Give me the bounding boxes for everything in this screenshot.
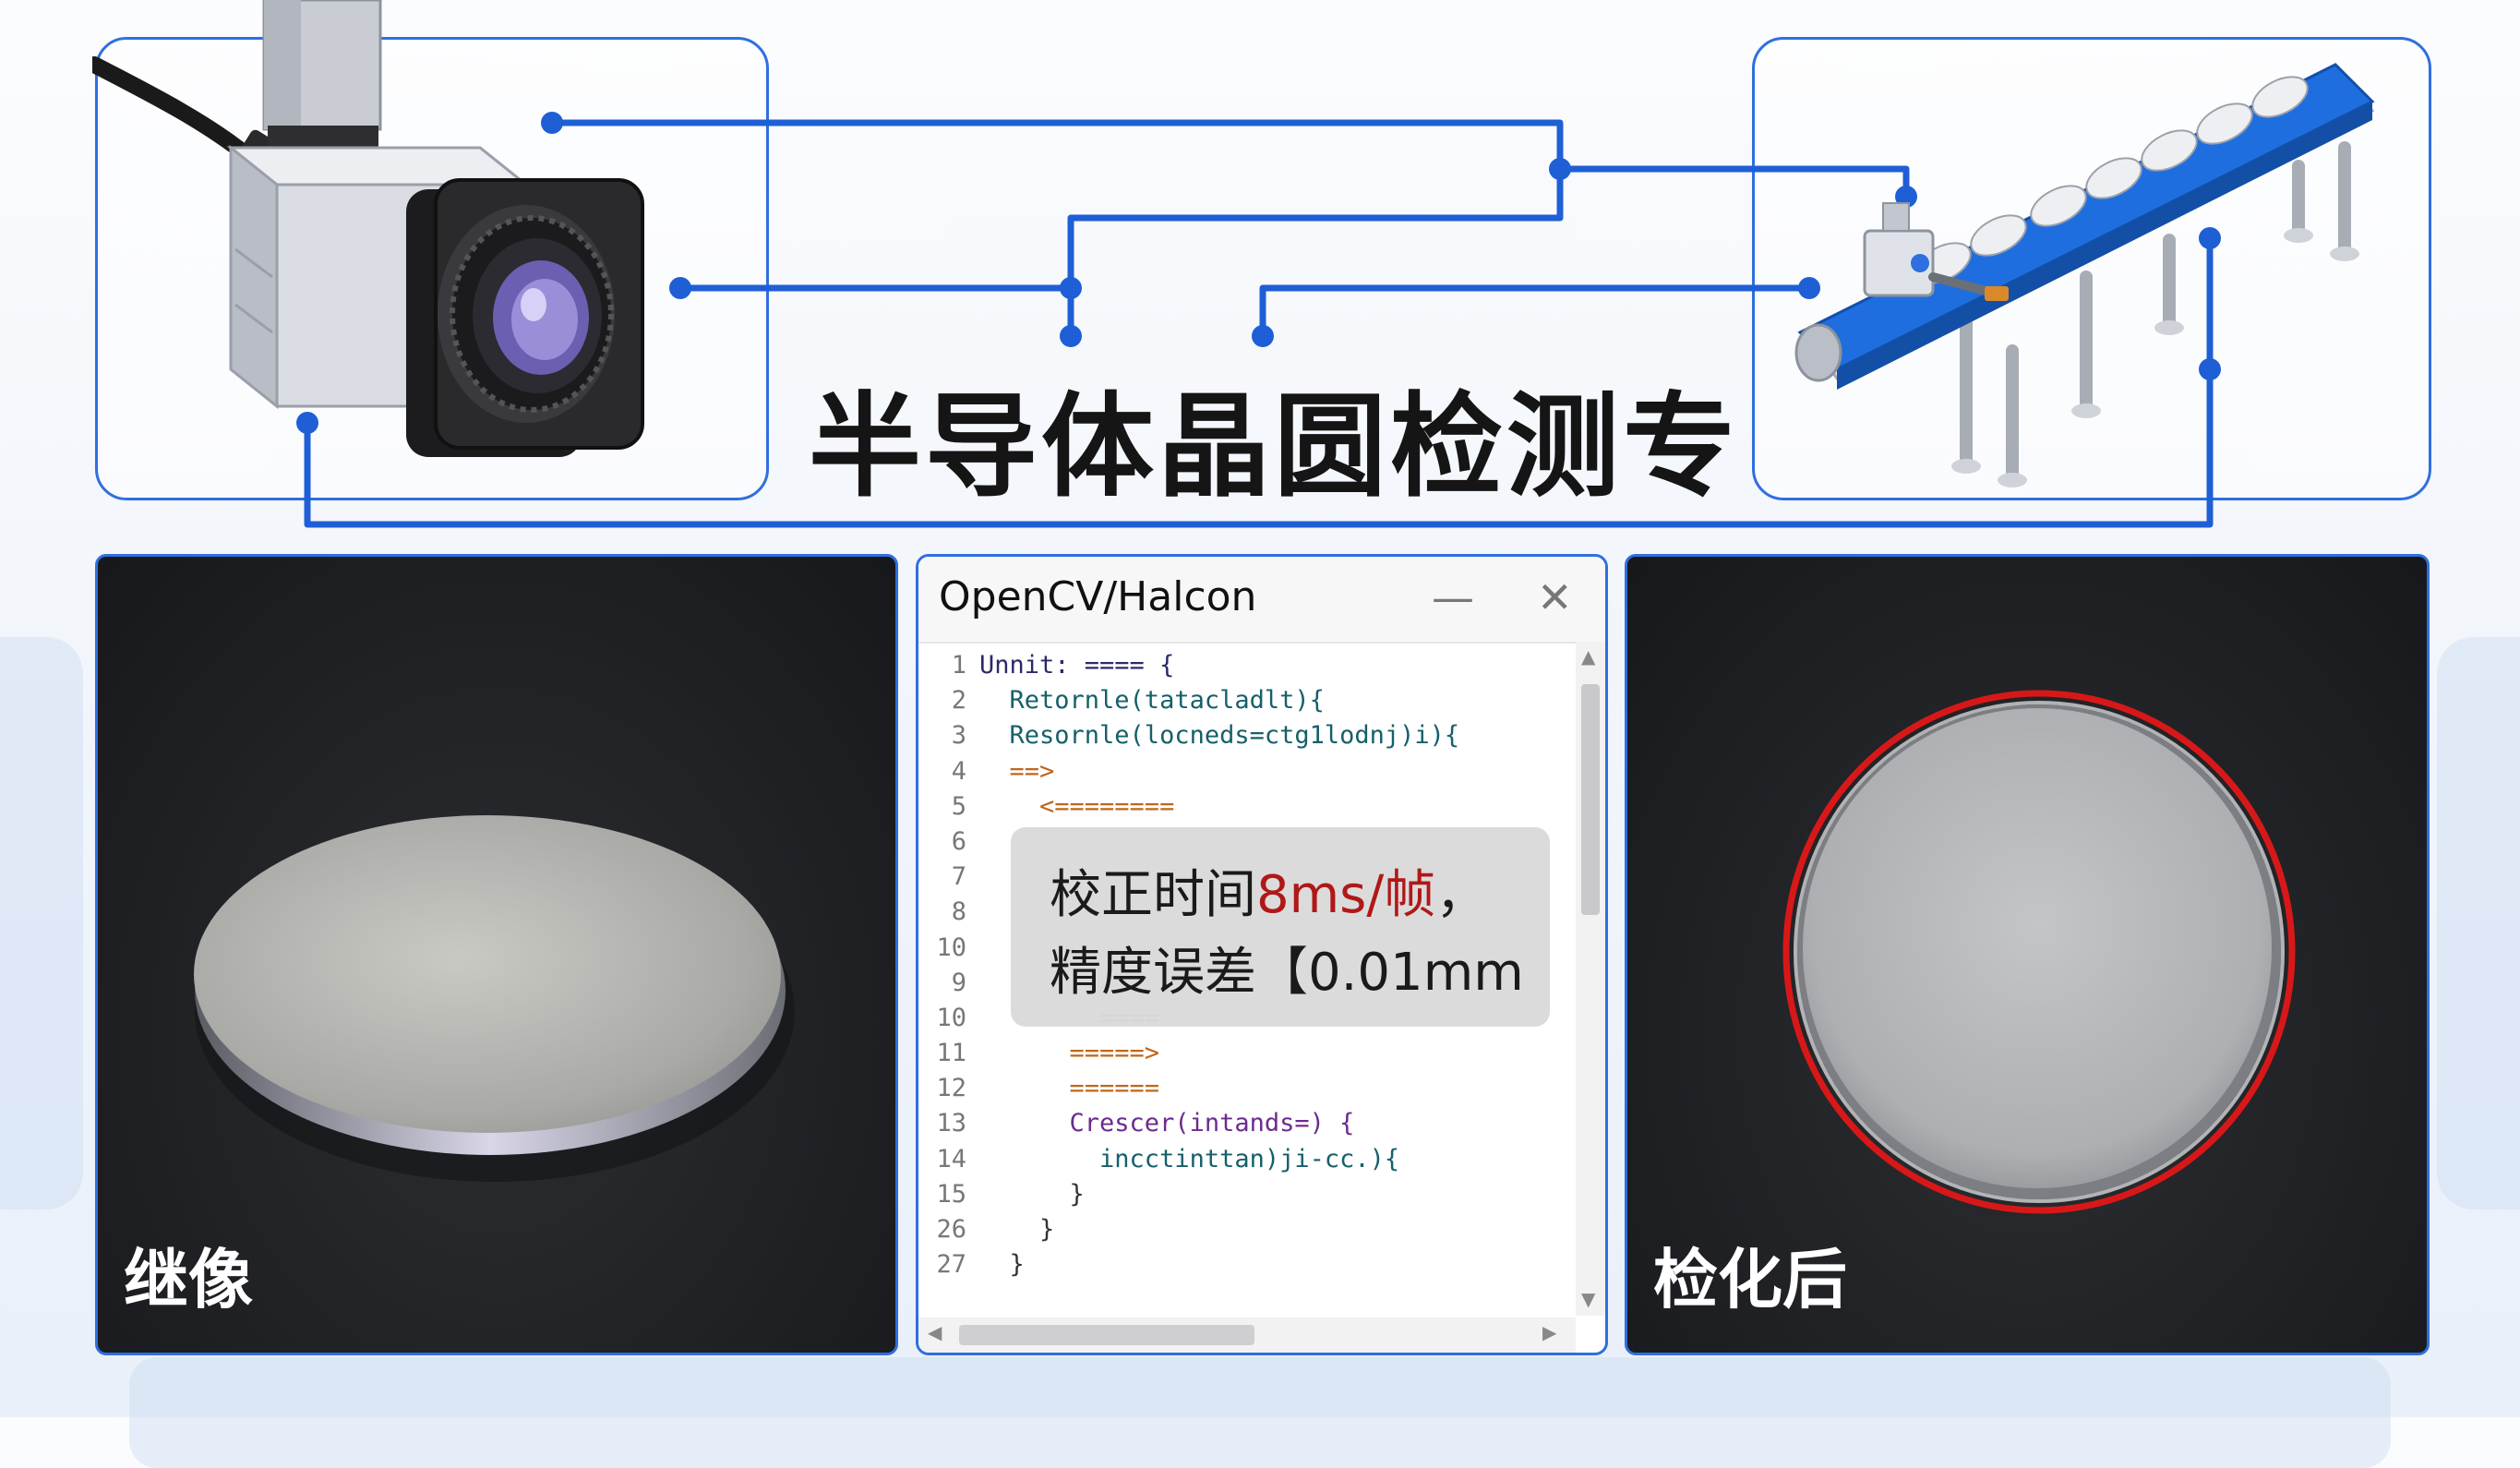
line-number: 3 <box>951 721 966 751</box>
code-text: Unnit: ==== { <box>979 651 1175 680</box>
vertical-scrollbar[interactable]: ▲ ▼ <box>1576 642 1605 1316</box>
processed-image-label: 检化后 <box>1653 1242 1847 1318</box>
code-line: 14 incctinttan)ji-cc.){ <box>918 1145 1565 1180</box>
code-line: 5 <======== <box>918 792 1565 827</box>
code-line: 10 <box>918 933 1565 969</box>
code-text: <======== <box>979 791 1175 821</box>
code-line: 4 ==> <box>918 757 1565 792</box>
precision-text: 精度误差【0.01mm <box>1050 943 1524 1003</box>
code-line: 7 <box>918 862 1565 897</box>
code-line: 9 <box>918 969 1565 1004</box>
code-line: 12 ====== <box>918 1074 1565 1109</box>
scroll-down-icon[interactable]: ▼ <box>1581 1288 1596 1310</box>
code-text: Resornle(locneds=ctg1lodnj)i){ <box>979 721 1460 751</box>
line-number: 10 <box>936 933 966 962</box>
code-text: =====> <box>979 1039 1160 1068</box>
code-editor-window[interactable]: OpenCV/Halcon — ✕ 1 Unnit: ==== { 2 Retorn… <box>916 554 1608 1355</box>
line-number: 15 <box>936 1179 966 1209</box>
line-number: 2 <box>951 686 966 716</box>
background-shape-right <box>2437 637 2520 1209</box>
code-line: 1 Unnit: ==== { <box>918 651 1565 686</box>
horizontal-scroll-thumb[interactable] <box>959 1325 1254 1345</box>
line-number: 6 <box>951 826 966 856</box>
line-number: 10 <box>936 1003 966 1032</box>
code-text: incctinttan)ji-cc.){ <box>979 1144 1400 1173</box>
horizontal-scrollbar[interactable]: ◀ ▶ <box>918 1318 1576 1353</box>
line-number: 14 <box>936 1144 966 1173</box>
line-number: 26 <box>936 1215 966 1244</box>
processed-image-panel: 检化后 <box>1625 554 2430 1355</box>
result-overlay: 校正时间8ms/帧， 精度误差【0.01mm <box>1011 827 1550 1027</box>
line-number: 27 <box>936 1250 966 1280</box>
connection-wires <box>296 112 2221 528</box>
code-text: ====== <box>979 1074 1160 1103</box>
scroll-left-icon[interactable]: ◀ <box>928 1321 942 1343</box>
timing-value: 8ms/帧 <box>1256 865 1436 925</box>
scroll-right-icon[interactable]: ▶ <box>1542 1321 1557 1343</box>
timing-label: 校正时间 <box>1050 865 1256 925</box>
code-line: 11 =====> <box>918 1039 1565 1074</box>
code-line: 3 Resornle(locneds=ctg1lodnj)i){ <box>918 721 1565 756</box>
code-line: 8 <box>918 897 1565 933</box>
industrial-camera-icon <box>92 0 644 457</box>
code-text: Crescer(intands=) { <box>979 1109 1355 1138</box>
code-text: } <box>979 1250 1025 1280</box>
line-number: 8 <box>951 897 966 927</box>
code-line: 26 } <box>918 1215 1565 1250</box>
line-number: 4 <box>951 756 966 786</box>
code-text: } <box>979 1215 1055 1244</box>
line-number: 9 <box>951 968 966 997</box>
wafer-image-processed <box>1782 690 2296 1214</box>
line-number: 1 <box>951 651 966 680</box>
raw-image-panel: 继像 <box>95 554 898 1355</box>
minimize-icon[interactable]: — <box>1432 572 1474 622</box>
timing-text: 校正时间8ms/帧， <box>1050 853 1487 928</box>
code-line: 2 Retornle(tatacladlt){ <box>918 686 1565 721</box>
wafer-image-raw <box>194 815 795 1182</box>
code-line: 27 } <box>918 1250 1565 1285</box>
background-shape-left <box>0 637 83 1209</box>
conveyor-belt-icon <box>1794 63 2375 487</box>
code-text: } <box>979 1179 1085 1209</box>
line-number: 7 <box>951 862 966 892</box>
window-title: OpenCV/Halcon <box>939 573 1257 620</box>
code-line: 13 Crescer(intands=) { <box>918 1109 1565 1144</box>
raw-image-label: 继像 <box>124 1242 253 1318</box>
line-number: 11 <box>936 1039 966 1068</box>
code-text: ==> <box>979 756 1055 786</box>
line-number: 12 <box>936 1074 966 1103</box>
line-number: 13 <box>936 1109 966 1138</box>
scroll-up-icon[interactable]: ▲ <box>1581 645 1596 668</box>
line-number: 5 <box>951 791 966 821</box>
code-line: 6 <box>918 827 1565 862</box>
timing-suffix: ， <box>1435 865 1488 925</box>
window-titlebar[interactable]: OpenCV/Halcon — ✕ <box>918 557 1605 644</box>
vertical-scroll-thumb[interactable] <box>1581 684 1600 915</box>
code-text: Retornle(tatacladlt){ <box>979 686 1325 716</box>
code-line: 15 } <box>918 1180 1565 1215</box>
close-icon[interactable]: ✕ <box>1537 572 1573 622</box>
